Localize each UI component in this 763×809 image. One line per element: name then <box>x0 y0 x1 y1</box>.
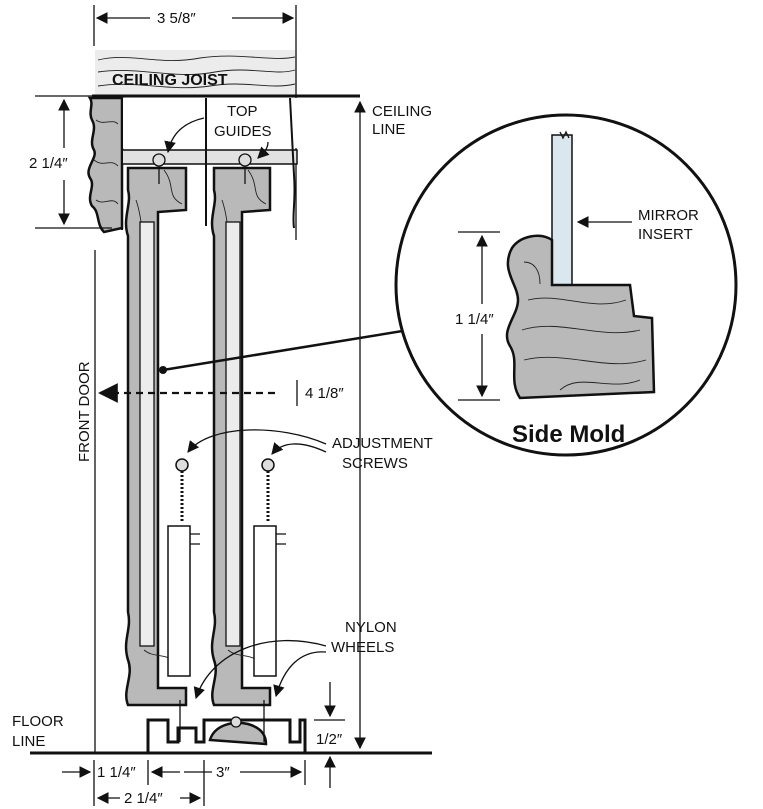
mold-height-label: 1 1/4″ <box>455 311 494 328</box>
right-door-panel <box>210 166 272 707</box>
header-height-dimension: 2 1/4″ <box>29 95 112 229</box>
door-depth-dimension: 4 1/8″ <box>98 380 344 406</box>
wheel-clearance-label: 1/2″ <box>316 731 343 748</box>
mirror-insert-label-1: MIRROR <box>638 207 699 224</box>
nylon-wheels-label-1: NYLON <box>345 619 397 636</box>
track-offset-label: 1 1/4″ <box>97 764 136 781</box>
adjustment-screws-label-2: SCREWS <box>342 455 408 472</box>
adjustment-screws-callout: ADJUSTMENT SCREWS <box>187 429 433 472</box>
side-mold-title: Side Mold <box>512 421 625 448</box>
ceiling-joist: CEILING JOIST <box>92 50 360 98</box>
top-guides-label-2: GUIDES <box>214 123 272 140</box>
top-guides-callout: TOP GUIDES <box>164 103 272 159</box>
ceiling-line-dimension: CEILING LINE <box>354 100 432 750</box>
floor-line-label-1: FLOOR <box>12 713 64 730</box>
floor-line-label-2: LINE <box>12 733 45 750</box>
adjustment-screws <box>167 458 286 677</box>
mirror-insert-label-2: INSERT <box>638 226 693 243</box>
nylon-wheels-callout: NYLON WHEELS <box>193 619 397 700</box>
bottom-dimensions: 1 1/4″ 3″ 2 1/4″ <box>62 760 306 807</box>
wheel-clearance-dimension: 1/2″ <box>314 682 345 788</box>
ceiling-line-label-1: CEILING <box>372 103 432 120</box>
nylon-wheels-label-2: WHEELS <box>331 639 394 656</box>
front-door-label: FRONT DOOR <box>76 361 93 462</box>
track-width-label: 2 1/4″ <box>124 790 163 807</box>
top-guide-screws <box>152 153 252 184</box>
door-depth-label: 4 1/8″ <box>305 385 344 402</box>
header-height-label: 2 1/4″ <box>29 155 68 172</box>
top-width-label: 3 5/8″ <box>157 10 196 27</box>
top-header <box>87 96 298 234</box>
side-mold-detail: 1 1/4″ MIRROR INSERT Side Mold <box>394 113 738 457</box>
track-spacing-label: 3″ <box>216 764 230 781</box>
ceiling-line-label-2: LINE <box>372 121 405 138</box>
adjustment-screws-label-1: ADJUSTMENT <box>332 435 433 452</box>
bottom-track <box>30 700 432 755</box>
ceiling-joist-label: CEILING JOIST <box>112 72 228 89</box>
top-guides-label-1: TOP <box>227 103 258 120</box>
